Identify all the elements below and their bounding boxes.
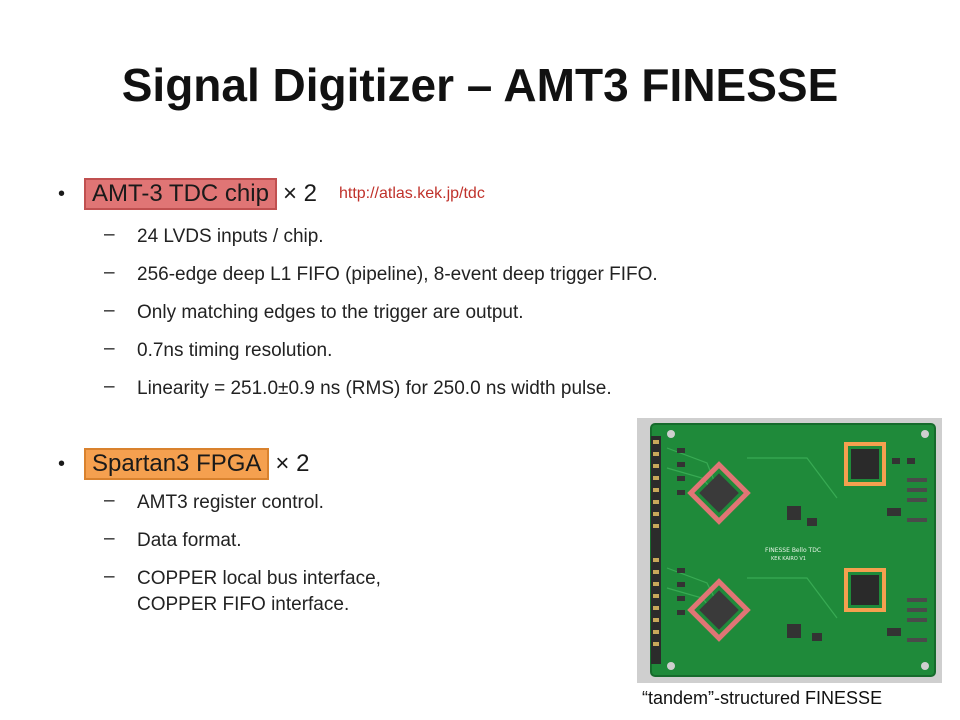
sub-item-text: Linearity = 251.0±0.9 ns (RMS) for 250.0… (137, 378, 612, 399)
dash-icon: – (104, 262, 115, 283)
sub-item: – Linearity = 251.0±0.9 ns (RMS) for 250… (104, 376, 612, 402)
dash-icon: – (104, 490, 115, 511)
spartan3-chip-label: Spartan3 FPGA (84, 448, 270, 480)
bullet-dot-icon: • (58, 182, 66, 205)
sub-item-text: 24 LVDS inputs / chip. (137, 226, 324, 247)
sub-item-text: AMT3 register control. (137, 492, 324, 513)
sub-item-line: COPPER local bus interface, (137, 568, 381, 589)
amt3-multiplier: × 2 (282, 180, 317, 207)
dash-icon: – (104, 338, 115, 359)
dash-icon: – (104, 528, 115, 549)
bullet-amt3: • AMT-3 TDC chip × 2 http://atlas.kek.jp… (58, 178, 485, 210)
board-sublabel: KEK KAIRO V1 (771, 556, 806, 562)
bullet-spartan3: • Spartan3 FPGA × 2 (58, 448, 309, 480)
dash-icon: – (104, 300, 115, 321)
sub-item: – 256-edge deep L1 FIFO (pipeline), 8-ev… (104, 262, 658, 288)
sub-item-text: 256-edge deep L1 FIFO (pipeline), 8-even… (137, 264, 658, 285)
finesse-board-photo: FINESSE Bello TDC KEK KAIRO V1 (637, 418, 942, 683)
dash-icon: – (104, 224, 115, 245)
sub-item-text: Data format. (137, 530, 242, 551)
board-illustration: FINESSE Bello TDC KEK KAIRO V1 (637, 418, 942, 683)
sub-item: – 24 LVDS inputs / chip. (104, 224, 324, 250)
sub-item-line: COPPER FIFO interface. (137, 594, 350, 615)
photo-caption: “tandem”-structured FINESSE (642, 688, 883, 708)
sub-item: – Data format. (104, 528, 242, 554)
amt3-url-link[interactable]: http://atlas.kek.jp/tdc (338, 185, 485, 202)
amt3-chip-label: AMT-3 TDC chip (84, 178, 277, 210)
bullet-dot-icon: • (58, 452, 66, 475)
slide-title: Signal Digitizer – AMT3 FINESSE (121, 59, 839, 111)
dash-icon: – (104, 566, 115, 587)
sub-item-text: COPPER local bus interface, COPPER FIFO … (137, 566, 381, 618)
sub-item-text: 0.7ns timing resolution. (137, 340, 333, 361)
board-label: FINESSE Bello TDC (765, 547, 821, 554)
sub-item: – 0.7ns timing resolution. (104, 338, 332, 364)
sub-item: – AMT3 register control. (104, 490, 324, 516)
sub-item: – COPPER local bus interface, COPPER FIF… (104, 566, 381, 618)
sub-item-text: Only matching edges to the trigger are o… (137, 302, 524, 323)
sub-item: – Only matching edges to the trigger are… (104, 300, 524, 326)
dash-icon: – (104, 376, 115, 397)
spartan3-multiplier: × 2 (275, 450, 310, 477)
